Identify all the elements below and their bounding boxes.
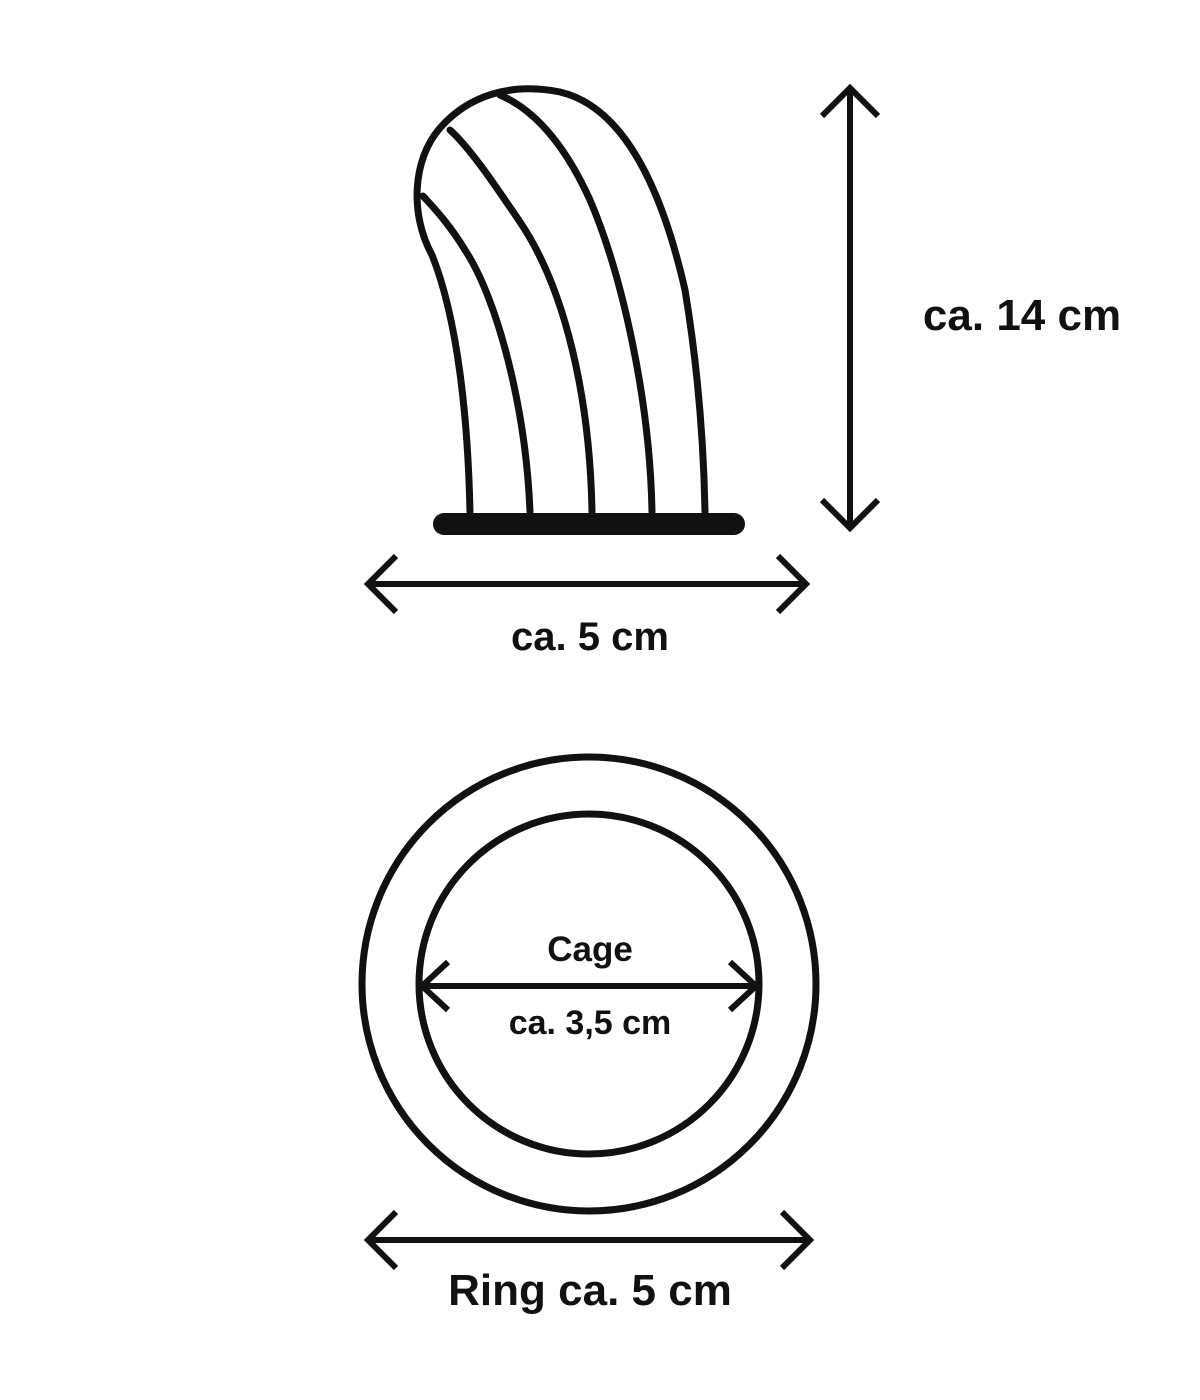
cage-title: Cage bbox=[547, 930, 633, 969]
height-arrow-head-top bbox=[819, 83, 881, 119]
height-arrow bbox=[819, 83, 881, 533]
cage-outline bbox=[413, 85, 709, 516]
ring-top-view bbox=[358, 753, 820, 1215]
ring-outer-circle bbox=[358, 753, 820, 1215]
width-label: ca. 5 cm bbox=[511, 615, 669, 659]
cage-arrow-head-right bbox=[727, 959, 761, 1013]
width-arrow-head-left bbox=[363, 553, 399, 615]
cage-arrow-head-left bbox=[417, 959, 451, 1013]
width-arrow bbox=[363, 553, 811, 615]
ring-width-arrow bbox=[363, 1209, 815, 1271]
cage-diameter-arrow bbox=[417, 959, 761, 1013]
cage-side-view bbox=[413, 85, 709, 516]
height-label: ca. 14 cm bbox=[923, 291, 1121, 340]
cage-rib-1 bbox=[419, 192, 534, 516]
cage-rib-2 bbox=[446, 126, 596, 516]
cage-diameter-label: ca. 3,5 cm bbox=[509, 1004, 672, 1042]
height-arrow-head-bottom bbox=[819, 497, 881, 533]
cage-rib-3 bbox=[496, 91, 656, 516]
cage-inner-circle bbox=[415, 810, 763, 1158]
ring-arrow-head-right bbox=[779, 1209, 815, 1271]
ring-arrow-head-left bbox=[363, 1209, 399, 1271]
width-arrow-head-right bbox=[775, 553, 811, 615]
ring-label: Ring ca. 5 cm bbox=[448, 1266, 732, 1315]
